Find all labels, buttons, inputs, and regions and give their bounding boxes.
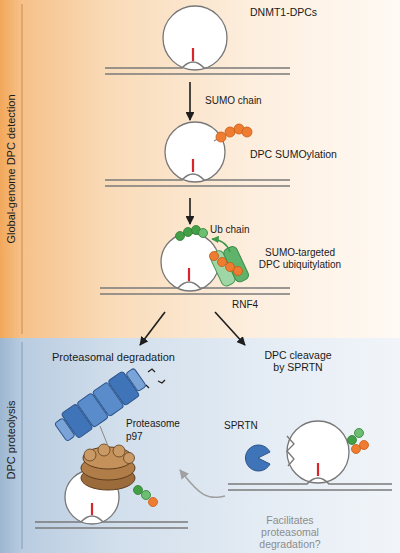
- part-label: p97: [126, 431, 143, 443]
- band-title: DPC proteolysis: [5, 401, 18, 480]
- part-label: SPRTN: [224, 420, 258, 432]
- band-title: Global-genome DPC detection: [5, 94, 18, 243]
- pathway-illustration: Proteasomal degradationProteasomep97: [30, 345, 180, 553]
- step-illustration: DPC SUMOylation: [100, 120, 330, 198]
- part-label: RNF4: [232, 299, 258, 311]
- step-label: DPC SUMOylation: [250, 148, 337, 160]
- part-label: Proteasome: [126, 418, 180, 430]
- pathway-label: DPC cleavage by SPRTN: [262, 349, 334, 373]
- step-label: DNMT1-DPCs: [250, 6, 317, 18]
- connector-label: Facilitates proteasomal degradation?: [254, 514, 326, 550]
- step-label: SUMO-targeted DPC ubiquitylation: [254, 247, 346, 270]
- step-illustration: Ub chainSUMO-targeted DPC ubiquitylation…: [100, 224, 330, 312]
- stage-band: Proteasomal degradationProteasomep97 DPC …: [0, 338, 400, 553]
- part-label: Ub chain: [210, 224, 249, 236]
- connector-label: SUMO chain: [205, 95, 262, 107]
- pathway-label: Proteasomal degradation: [52, 351, 175, 364]
- step-illustration: DNMT1-DPCs: [100, 0, 330, 82]
- stage-band: DNMT1-DPCsDPC SUMOylationUb chainSUMO-ta…: [0, 0, 400, 338]
